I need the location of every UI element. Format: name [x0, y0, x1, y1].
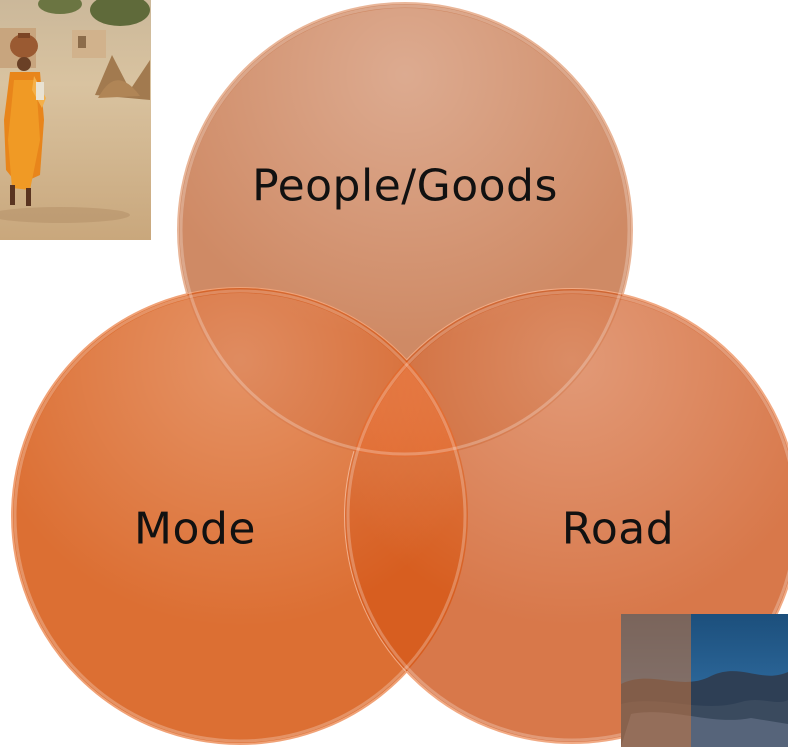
road-rim: [346, 290, 788, 742]
desert-woman-photo: [0, 0, 151, 240]
road-label: Road: [561, 503, 675, 555]
people-goods-label: People/Goods: [252, 160, 558, 212]
dusk-sky-photo: [621, 614, 788, 747]
mode-rim: [13, 289, 467, 743]
people-goods-rim: [179, 4, 631, 456]
desert-woman-image: [0, 0, 151, 240]
mode-label: Mode: [134, 503, 256, 555]
mode-gloss: [17, 293, 463, 739]
dusk-sky-image: [621, 614, 788, 747]
